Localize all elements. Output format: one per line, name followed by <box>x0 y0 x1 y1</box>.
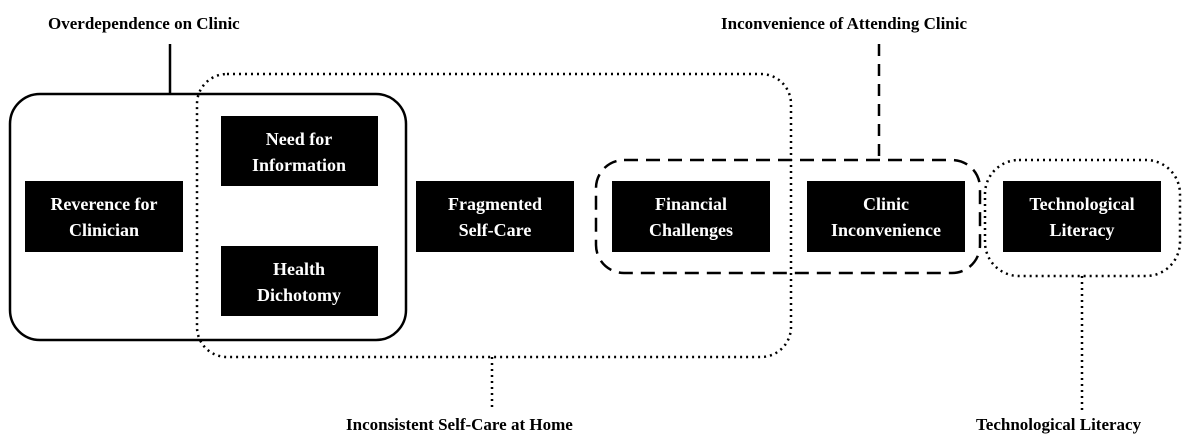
label-overdependence-on-clinic: Overdependence on Clinic <box>48 14 240 33</box>
code-tech-line1: Technological <box>1029 194 1134 214</box>
code-clinic-inconvenience: Clinic Inconvenience <box>807 181 965 252</box>
code-fragmented-line2: Self-Care <box>459 220 532 240</box>
code-need-info-line1: Need for <box>266 129 332 149</box>
group-inconvenience-outline <box>594 158 982 275</box>
code-fragmented-line1: Fragmented <box>448 194 542 214</box>
code-financial-line2: Challenges <box>649 220 733 240</box>
code-financial-challenges: Financial Challenges <box>612 181 770 252</box>
label-technological-literacy: Technological Literacy <box>976 415 1142 434</box>
label-inconsistent-self-care-at-home: Inconsistent Self-Care at Home <box>346 415 573 434</box>
code-health-dichotomy: Health Dichotomy <box>221 246 378 316</box>
code-clinic-line1: Clinic <box>863 194 909 214</box>
group-overdependence-outline <box>8 92 408 342</box>
code-need-info-line2: Information <box>252 155 346 175</box>
code-reverence-line1: Reverence for <box>50 194 157 214</box>
code-tech-line2: Literacy <box>1050 220 1115 240</box>
label-inconvenience-of-attending-clinic: Inconvenience of Attending Clinic <box>721 14 967 33</box>
code-fragmented-self-care: Fragmented Self-Care <box>416 181 574 252</box>
code-health-line2: Dichotomy <box>257 285 341 305</box>
code-clinic-line2: Inconvenience <box>831 220 941 240</box>
code-technological-literacy: Technological Literacy <box>1003 181 1161 252</box>
code-reverence-for-clinician: Reverence for Clinician <box>25 181 183 252</box>
code-health-line1: Health <box>273 259 325 279</box>
code-reverence-line2: Clinician <box>69 220 139 240</box>
group-technological-outline <box>983 158 1182 278</box>
group-inconsistent-outline <box>195 72 793 359</box>
code-need-for-information: Need for Information <box>221 116 378 186</box>
code-financial-line1: Financial <box>655 194 727 214</box>
